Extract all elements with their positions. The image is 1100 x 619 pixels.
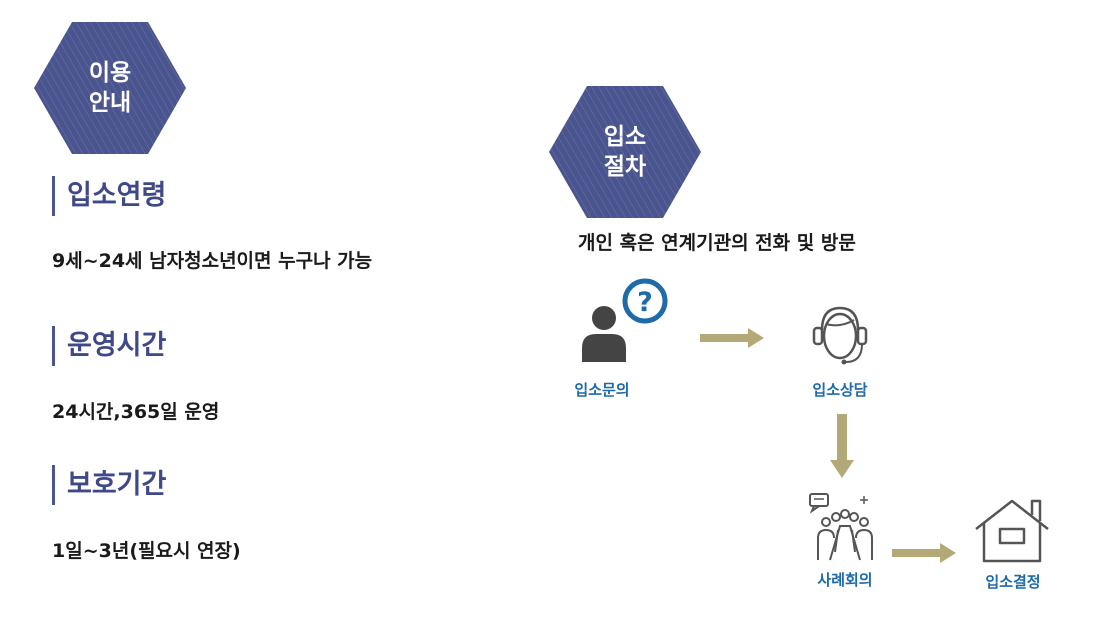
step-case-meeting-label: 사례회의 (817, 571, 873, 589)
usage-badge-line1: 이용 (88, 60, 132, 86)
operating-hours-text: 24시간,365일 운영 (52, 401, 220, 423)
admission-age-heading: 입소연령 (52, 176, 166, 216)
operating-hours-heading: 운영시간 (52, 326, 166, 366)
step-inquiry-label: 입소문의 (574, 381, 630, 399)
procedure-badge-line1: 입소 (603, 124, 647, 150)
person-question-icon: ? (582, 278, 668, 362)
procedure-badge-line2: 절차 (603, 154, 647, 180)
procedure-description: 개인 혹은 연계기관의 전화 및 방문 (578, 232, 856, 254)
protection-period-text: 1일~3년(필요시 연장) (52, 540, 241, 562)
arrow-right-icon (700, 328, 764, 348)
meeting-icon (809, 493, 873, 561)
step-decision-label: 입소결정 (985, 573, 1041, 591)
usage-info-badge: 이용 안내 (34, 22, 186, 154)
house-icon (975, 499, 1049, 563)
svg-text:?: ? (637, 287, 653, 318)
usage-badge-line2: 안내 (88, 90, 132, 116)
arrow-right-icon (892, 543, 956, 563)
protection-period-heading: 보호기간 (52, 465, 166, 505)
headset-icon (812, 306, 868, 365)
procedure-badge: 입소 절차 (549, 86, 701, 218)
arrow-down-icon (830, 414, 854, 478)
admission-age-text: 9세~24세 남자청소년이면 누구나 가능 (52, 250, 373, 272)
step-counseling-label: 입소상담 (812, 381, 868, 399)
